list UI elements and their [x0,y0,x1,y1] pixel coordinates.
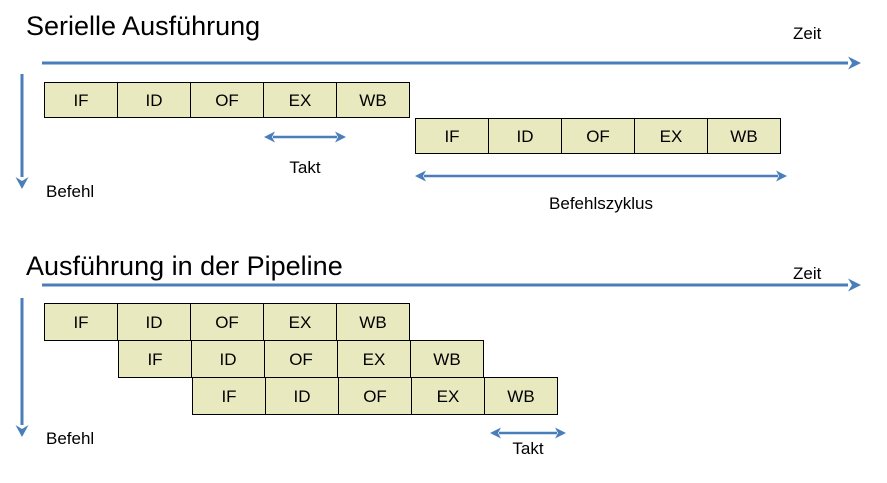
stage-box-wb: WB [484,377,558,415]
befehlszyklus-label: Befehlszyklus [549,194,653,213]
instruction-axis-label-serial: Befehl [46,182,95,201]
befehlszyklus-measure-arrow [415,169,787,183]
stage-box-of: OF [190,303,264,341]
stage-box-id: ID [191,340,265,378]
table-row: IF ID OF EX WB [44,303,410,341]
stage-box-of: OF [264,340,338,378]
stage-box-wb: WB [707,118,781,154]
table-row: IF ID OF EX WB [118,340,484,378]
stage-box-of: OF [190,82,264,118]
stage-box-if: IF [118,340,192,378]
stage-box-wb: WB [336,82,410,118]
stage-box-id: ID [117,82,191,118]
section-title-pipeline: Ausführung in der Pipeline [26,251,343,281]
stage-box-id: ID [265,377,339,415]
stage-box-if: IF [415,118,489,154]
stage-box-of: OF [338,377,412,415]
stage-box-of: OF [561,118,635,154]
stage-box-wb: WB [336,303,410,341]
instruction-axis-label-pipeline: Befehl [46,429,95,448]
takt-measure-arrow-serial [264,130,346,144]
table-row: IF ID OF EX WB [415,118,781,154]
stage-box-ex: EX [634,118,708,154]
table-row: IF ID OF EX WB [44,82,410,118]
stage-box-ex: EX [337,340,411,378]
instruction-axis-arrow-pipeline [14,298,32,438]
stage-box-wb: WB [410,340,484,378]
stage-box-ex: EX [263,303,337,341]
time-axis-label-pipeline: Zeit [793,264,822,283]
table-row: IF ID OF EX WB [192,377,558,415]
stage-box-id: ID [488,118,562,154]
time-axis-arrow-pipeline [42,277,862,293]
section-title-serial: Serielle Ausführung [26,11,261,41]
section-serielle-ausfuehrung: Serielle Ausführung Zeit Befehl IF ID OF… [0,0,887,240]
stage-box-if: IF [44,82,118,118]
stage-box-ex: EX [411,377,485,415]
stage-box-ex: EX [263,82,337,118]
takt-label-serial: Takt [289,158,321,177]
stage-box-if: IF [192,377,266,415]
time-axis-label-serial: Zeit [793,24,822,43]
takt-label-pipeline: Takt [512,439,544,458]
stage-box-if: IF [44,303,118,341]
takt-measure-arrow-pipeline [490,426,566,440]
stage-box-id: ID [117,303,191,341]
time-axis-arrow-serial [42,55,862,71]
section-ausfuehrung-in-der-pipeline: Ausführung in der Pipeline Zeit Befehl I… [0,240,887,483]
instruction-axis-arrow-serial [14,74,32,190]
